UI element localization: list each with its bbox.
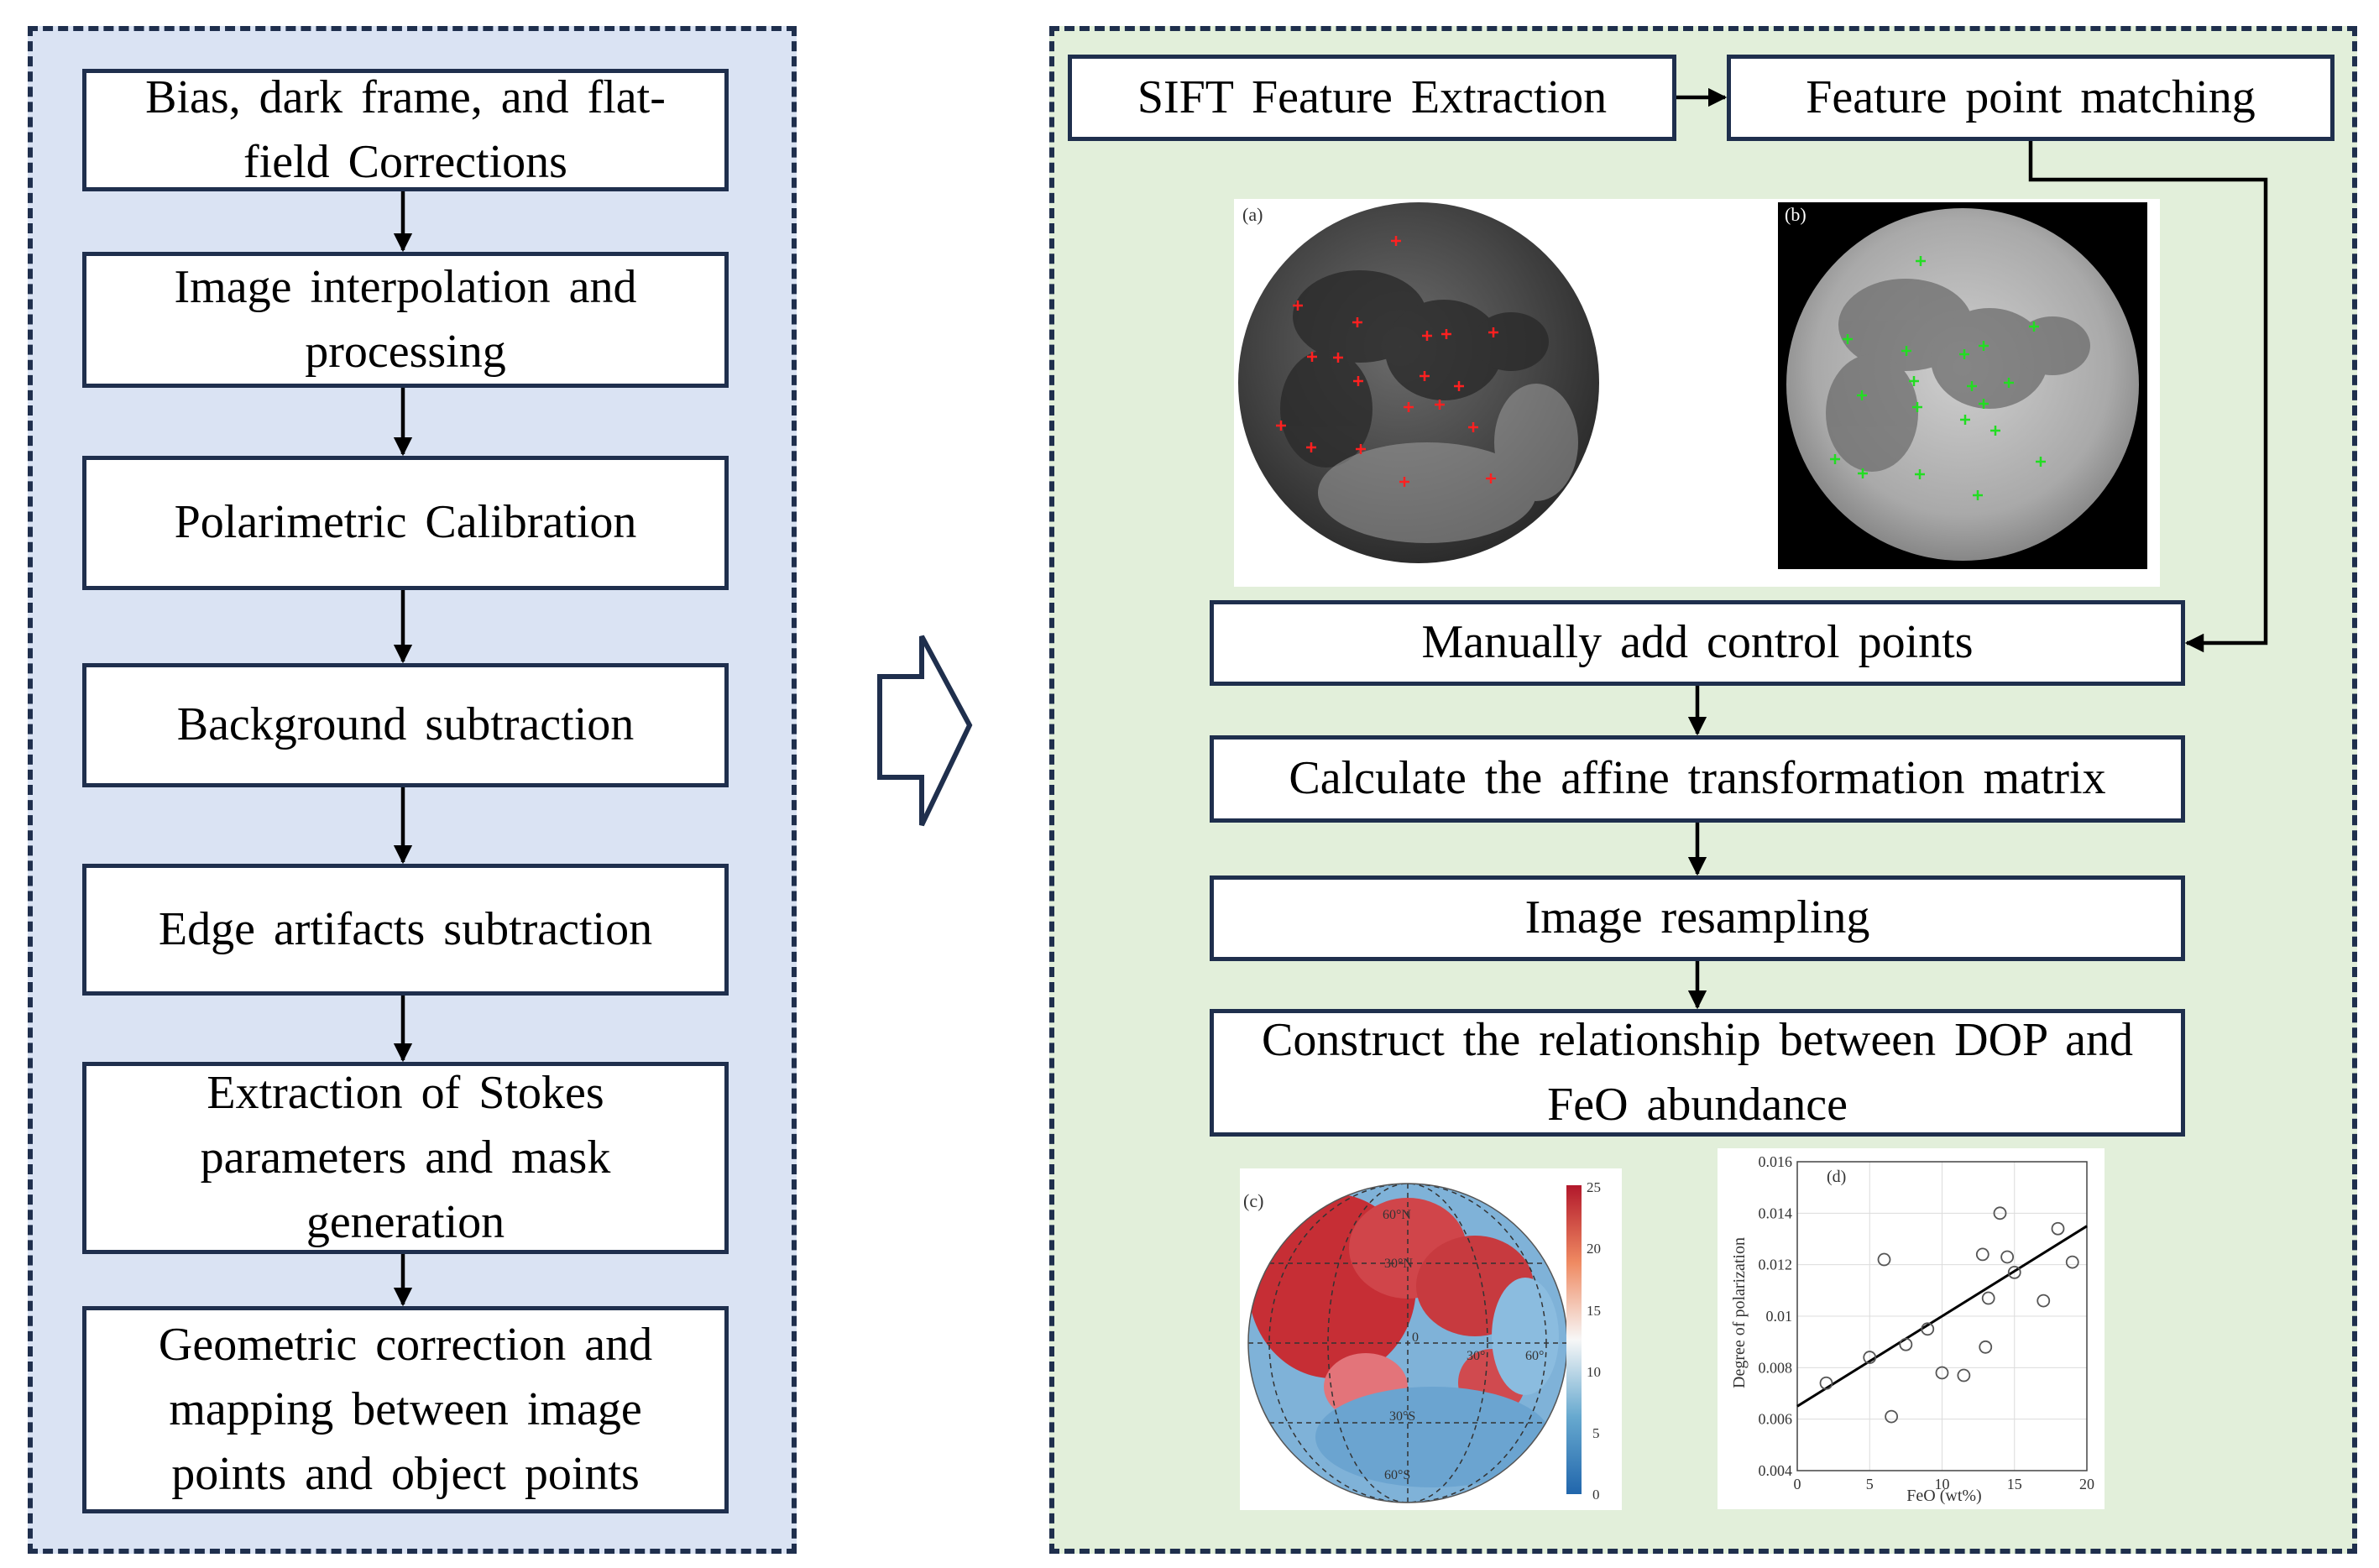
x-tick-label: 0 [1794, 1476, 1801, 1492]
feo-map-svg: (c) 60°N 30°N 0 30°S 60°S 30° 60 [1243, 1179, 1601, 1503]
data-point [1957, 1368, 1971, 1382]
svg-text:30°: 30° [1467, 1349, 1485, 1363]
data-point [2007, 1265, 2021, 1279]
svg-text:30°S: 30°S [1389, 1409, 1415, 1424]
feo-colorbar [1566, 1185, 1582, 1494]
data-point [1979, 1340, 1993, 1354]
dop-feo-relationship-box: Construct the relationship between DOP a… [1210, 1009, 2185, 1137]
panel-c-label: (c) [1243, 1190, 1263, 1211]
step-background-subtraction: Background subtraction [82, 663, 729, 787]
data-point [1981, 1291, 1995, 1305]
y-tick-label: 0.014 [1759, 1205, 1793, 1221]
data-point [2000, 1250, 2015, 1264]
y-tick-label: 0.01 [1766, 1308, 1793, 1325]
svg-text:30°N: 30°N [1384, 1257, 1413, 1271]
x-tick-label: 10 [1935, 1476, 1950, 1492]
data-point [1877, 1252, 1891, 1267]
step-edge-artifacts: Edge artifacts subtraction [82, 864, 729, 996]
moon-b-feature-points [1830, 256, 2046, 500]
y-tick-label: 0.006 [1759, 1411, 1793, 1428]
data-point [2065, 1255, 2079, 1269]
manual-control-points-box: Manually add control points [1210, 600, 2185, 686]
data-point [1885, 1409, 1899, 1424]
data-point [2037, 1294, 2051, 1308]
y-tick-label: 0.008 [1759, 1359, 1793, 1376]
moon-images-svg: (a) (b) [1238, 202, 2147, 569]
x-axis-label: FeO (wt%) [1906, 1487, 1981, 1505]
y-tick-label: 0.004 [1759, 1462, 1793, 1479]
step-bias-dark-flat: Bias, dark frame, and flat-field Correct… [82, 69, 729, 191]
feo-map-grid-labels: 60°N 30°N 0 30°S 60°S 30° 60° [1383, 1208, 1544, 1482]
x-tick-label: 20 [2079, 1476, 2094, 1492]
fit-line [1796, 1225, 2088, 1408]
panel-a-label: (a) [1242, 204, 1263, 225]
svg-text:60°N: 60°N [1383, 1208, 1411, 1222]
data-point [1899, 1337, 1913, 1351]
image-resampling-box: Image resampling [1210, 875, 2185, 961]
affine-matrix-box: Calculate the affine transformation matr… [1210, 735, 2185, 823]
moon-images-panel: (a) (b) [1234, 199, 2160, 587]
dop-feo-scatter-panel: 0.016 0.014 0.012 0.01 0.008 0.006 0.004 20 15 10… [1718, 1148, 2104, 1509]
svg-text:10: 10 [1587, 1364, 1601, 1380]
moon-a-feature-points [1276, 236, 1498, 487]
svg-text:25: 25 [1587, 1179, 1601, 1195]
step-stokes-extraction: Extraction of Stokes parameters and mask… [82, 1062, 729, 1254]
step-image-interpolation: Image interpolation and processing [82, 252, 729, 388]
transition-arrow [877, 635, 973, 827]
data-point [1993, 1206, 2007, 1220]
panel-d-label: (d) [1827, 1168, 1846, 1186]
moon-a-maria [1280, 270, 1549, 468]
plot-frame [1796, 1161, 2088, 1471]
svg-text:15: 15 [1587, 1303, 1601, 1319]
data-point [1819, 1376, 1833, 1390]
step-polarimetric-calibration: Polarimetric Calibration [82, 456, 729, 590]
svg-text:60°S: 60°S [1384, 1468, 1410, 1482]
colorbar-ticks: 25 20 15 10 5 0 [1587, 1179, 1601, 1503]
data-point [1863, 1351, 1877, 1364]
y-tick-label: 0.012 [1759, 1257, 1793, 1273]
y-tick-label: 0.016 [1759, 1153, 1793, 1170]
y-axis-label: Degree of polarization [1730, 1237, 1749, 1388]
svg-text:0: 0 [1592, 1487, 1600, 1503]
feo-map-graticule [1248, 1184, 1567, 1503]
svg-text:60°: 60° [1525, 1349, 1544, 1363]
feo-map-panel: (c) 60°N 30°N 0 30°S 60°S 30° 60 [1240, 1168, 1622, 1510]
data-point [2051, 1221, 2065, 1236]
svg-text:20: 20 [1587, 1241, 1601, 1257]
x-tick-label: 15 [2007, 1476, 2022, 1492]
data-point [1921, 1322, 1935, 1336]
feo-map-regions [1248, 1194, 1559, 1487]
feature-matching-box: Feature point matching [1727, 55, 2335, 141]
x-tick-label: 5 [1866, 1476, 1874, 1492]
moon-a-highlands [1318, 384, 1578, 543]
dop-feo-scatter-chart: 0.016 0.014 0.012 0.01 0.008 0.006 0.004 20 15 10… [1730, 1153, 2094, 1505]
svg-text:5: 5 [1592, 1425, 1600, 1441]
sift-extraction-box: SIFT Feature Extraction [1068, 55, 1676, 141]
step-geometric-mapping: Geometric correction and mapping between… [82, 1306, 729, 1513]
data-point [1975, 1247, 1989, 1262]
panel-b-label: (b) [1785, 204, 1806, 225]
svg-text:0: 0 [1412, 1330, 1419, 1345]
data-point [1935, 1366, 1949, 1380]
